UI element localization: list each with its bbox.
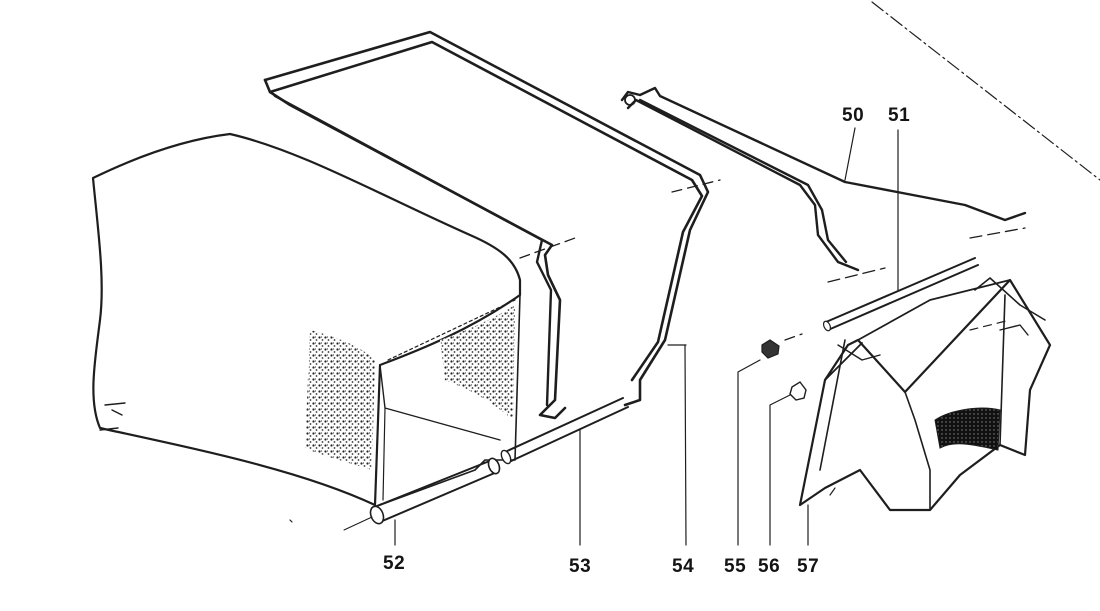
- chute-57: [798, 277, 1052, 546]
- part-label-57: 57: [797, 556, 820, 577]
- assembly-guide-lines: [289, 319, 1011, 523]
- part-label-53: 53: [569, 556, 592, 577]
- rod-52: [343, 457, 501, 546]
- bolt-55: [737, 339, 780, 546]
- wire-frame-54: [263, 30, 721, 546]
- part-label-50: 50: [842, 105, 865, 126]
- part-label-52: 52: [383, 553, 406, 574]
- rod-53: [500, 397, 629, 546]
- rod-51: [784, 129, 979, 341]
- wire-50: [620, 86, 1027, 283]
- part-label-51: 51: [888, 105, 911, 126]
- grass-bag: [91, 132, 522, 507]
- part-label-54: 54: [672, 556, 695, 577]
- part-label-56: 56: [758, 556, 781, 577]
- part-label-55: 55: [724, 556, 747, 577]
- nut-56: [769, 381, 807, 546]
- corner-edge-line: [871, 1, 1100, 181]
